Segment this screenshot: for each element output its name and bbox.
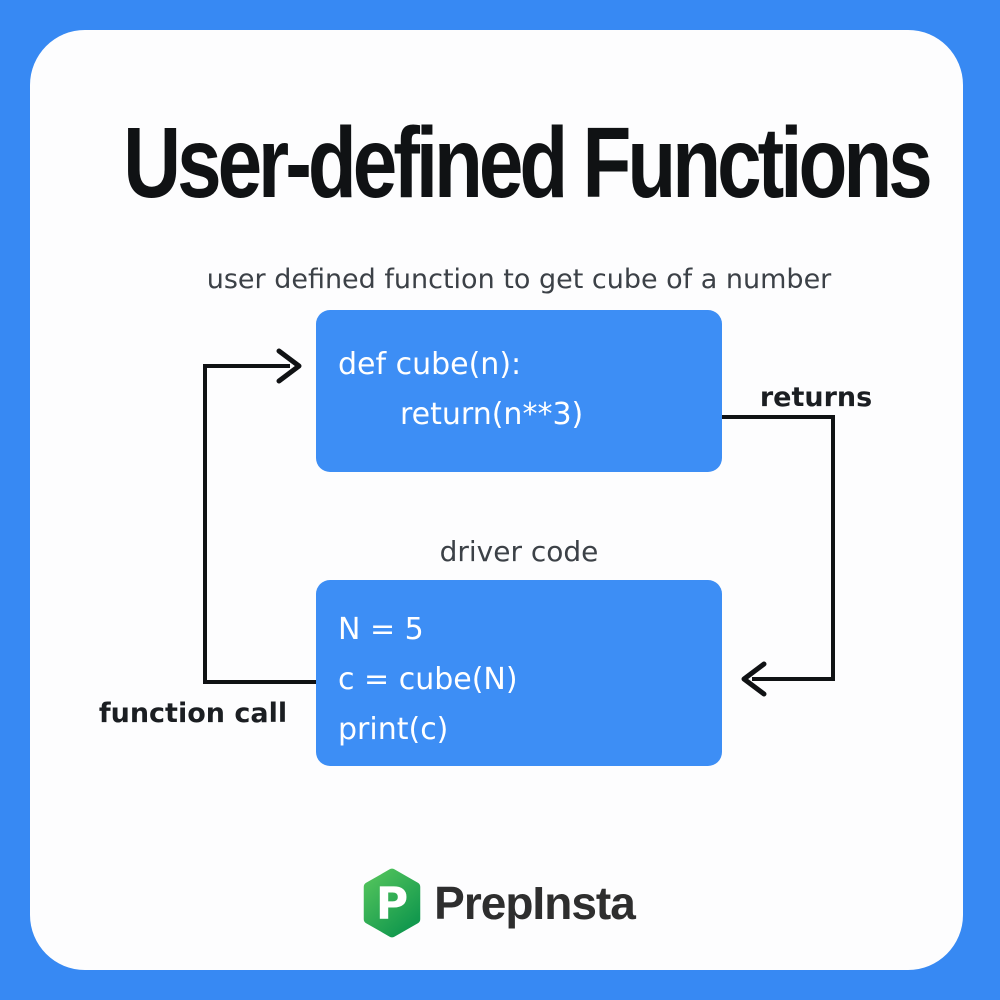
code-line: print(c) xyxy=(338,712,449,747)
prepinsta-wordmark: PrepInsta xyxy=(434,877,636,929)
driver-code-box: N = 5 c = cube(N) print(c) xyxy=(316,580,722,766)
driver-code-caption: driver code xyxy=(439,535,599,568)
code-line: return(n**3) xyxy=(400,397,584,432)
code-line: def cube(n): xyxy=(338,347,522,382)
function-box-caption: user defined function to get cube of a n… xyxy=(206,264,832,295)
page-title: User-defined Functions xyxy=(123,107,932,219)
function-call-label: function call xyxy=(98,698,288,729)
content-card: User-defined Functions user defined func… xyxy=(30,30,963,970)
code-line: c = cube(N) xyxy=(338,662,518,697)
prepinsta-logo: P PrepInsta xyxy=(30,866,963,940)
hexagon-shape xyxy=(363,868,421,938)
logo-letter-p: P xyxy=(376,879,409,930)
code-line: N = 5 xyxy=(338,612,424,647)
function-definition-box: def cube(n): return(n**3) xyxy=(316,310,722,472)
prepinsta-hexagon-icon: P xyxy=(363,868,421,938)
returns-label: returns xyxy=(759,382,873,413)
